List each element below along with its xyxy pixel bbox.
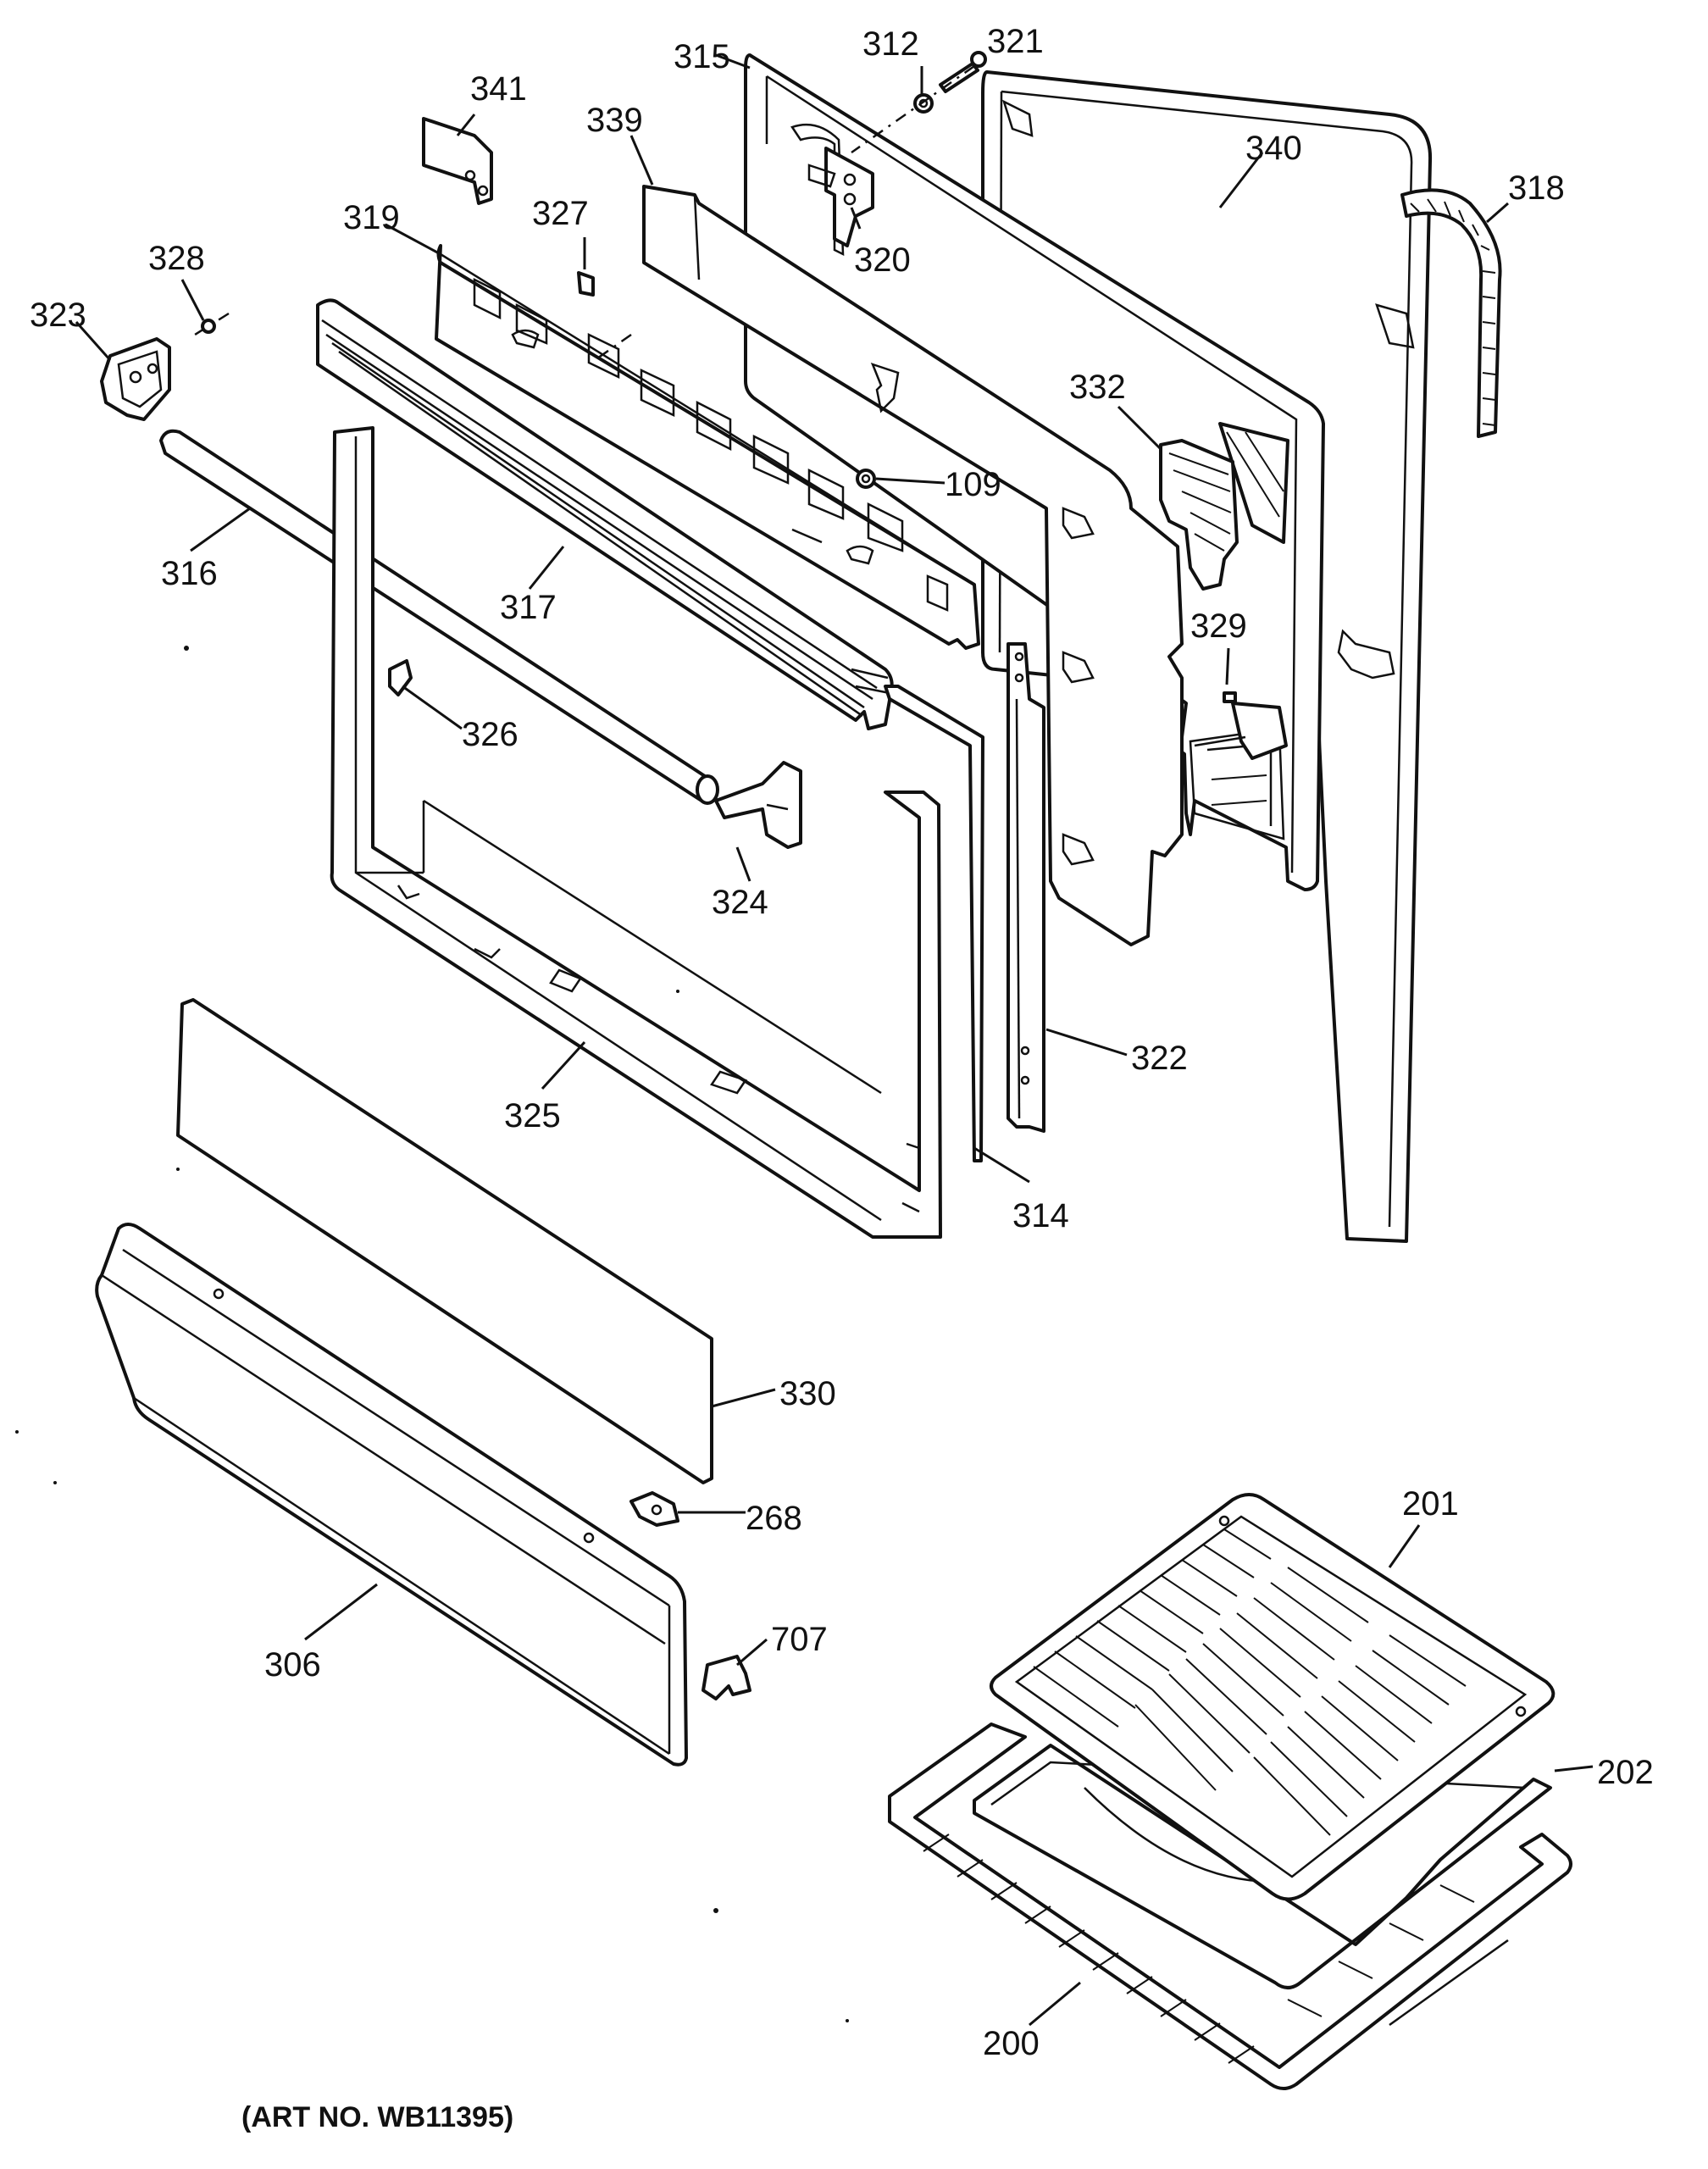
assembly-line-screw bbox=[851, 64, 975, 154]
part-322-side-channel bbox=[1006, 642, 1045, 1133]
part-320-hinge bbox=[807, 147, 874, 247]
callout-323: 323 bbox=[30, 297, 86, 334]
part-317-door-trim bbox=[316, 298, 894, 730]
part-316-handle-rod bbox=[159, 429, 719, 805]
part-328-screw bbox=[201, 319, 216, 334]
callout-labels: 341 339 315 312 321 340 318 319 327 320 … bbox=[30, 23, 1654, 2062]
part-341-plate bbox=[422, 117, 493, 205]
callout-202: 202 bbox=[1597, 1754, 1654, 1791]
callout-341: 341 bbox=[470, 70, 527, 108]
callout-324: 324 bbox=[712, 884, 768, 921]
callout-306: 306 bbox=[264, 1646, 321, 1684]
part-332-insulation bbox=[1159, 439, 1239, 591]
part-312-nut bbox=[913, 93, 934, 114]
callout-316: 316 bbox=[161, 555, 218, 592]
part-201-broiler-grid bbox=[990, 1493, 1556, 1901]
callout-332: 332 bbox=[1069, 369, 1126, 406]
callout-321: 321 bbox=[987, 23, 1044, 60]
part-323-latch-bracket bbox=[100, 337, 171, 421]
callout-326: 326 bbox=[462, 716, 518, 753]
part-109-nut bbox=[856, 469, 876, 489]
part-325-door-frame bbox=[330, 426, 942, 1239]
leader-lines bbox=[75, 53, 1594, 2027]
callout-707: 707 bbox=[771, 1621, 828, 1658]
part-324-handle-bracket bbox=[714, 761, 802, 849]
callout-200: 200 bbox=[983, 2025, 1040, 2062]
part-327-clip bbox=[577, 271, 595, 297]
callout-318: 318 bbox=[1508, 169, 1565, 207]
callout-109: 109 bbox=[945, 466, 1001, 503]
assembly-line-327 bbox=[588, 333, 632, 366]
part-329-lower-hinge bbox=[1194, 691, 1288, 760]
callout-327: 327 bbox=[532, 195, 589, 232]
part-318-door-gasket bbox=[1400, 188, 1502, 438]
callout-312: 312 bbox=[862, 25, 919, 63]
part-330-glass-panel bbox=[176, 998, 713, 1484]
part-268-hinge-clip bbox=[629, 1491, 679, 1527]
callout-330: 330 bbox=[779, 1375, 836, 1412]
callout-320: 320 bbox=[854, 241, 911, 279]
callout-315: 315 bbox=[674, 38, 730, 75]
callout-340: 340 bbox=[1245, 130, 1302, 167]
callout-329: 329 bbox=[1190, 607, 1247, 645]
callout-317: 317 bbox=[500, 589, 557, 626]
callout-319: 319 bbox=[343, 199, 400, 236]
part-339-inner-panel bbox=[642, 185, 1184, 946]
part-306-door-panel bbox=[95, 1223, 688, 1767]
callout-339: 339 bbox=[586, 102, 643, 139]
callout-322: 322 bbox=[1131, 1040, 1188, 1077]
callout-314: 314 bbox=[1012, 1197, 1069, 1234]
callout-328: 328 bbox=[148, 240, 205, 277]
callout-325: 325 bbox=[504, 1097, 561, 1134]
part-707-bracket bbox=[702, 1655, 751, 1700]
part-319-vent-panel bbox=[435, 244, 980, 650]
callout-201: 201 bbox=[1402, 1485, 1459, 1523]
art-number: (ART NO. WB11395) bbox=[241, 2101, 513, 2133]
part-200-oven-rack bbox=[888, 1722, 1572, 2090]
scan-specks bbox=[15, 646, 849, 2022]
callout-268: 268 bbox=[746, 1500, 802, 1537]
part-314-glass-edge bbox=[884, 685, 984, 1162]
